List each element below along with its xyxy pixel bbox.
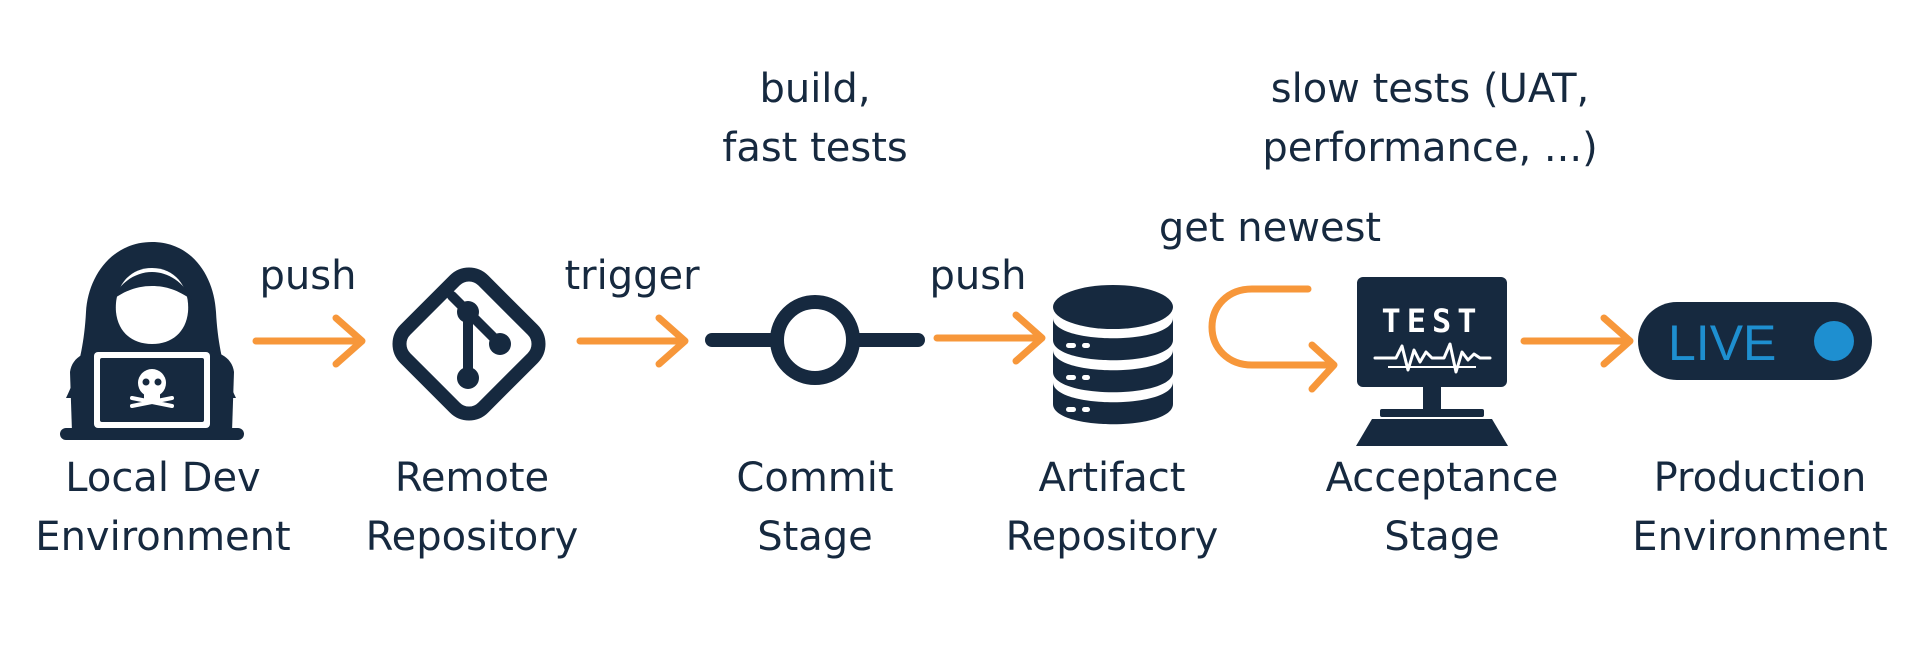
stage-label-line1: Local Dev	[65, 455, 261, 501]
stage-label-line2: Repository	[365, 514, 579, 560]
stage-label-acceptance: Acceptance Stage	[1326, 449, 1559, 567]
arrow-push-2	[933, 311, 1046, 365]
stage-label-line1: Commit	[736, 455, 894, 501]
stage-label-remote-repo: Remote Repository	[366, 449, 579, 567]
arrow-push-1	[252, 314, 366, 368]
edge-label-push-2: push	[929, 253, 1027, 299]
stage-label-line1: Acceptance	[1325, 455, 1559, 501]
test-label: TEST	[1381, 302, 1482, 340]
edge-label-push-1: push	[259, 253, 357, 299]
stage-label-line2: Repository	[1005, 514, 1219, 560]
commit-note-line1: build,	[759, 66, 871, 112]
commit-note-line2: fast tests	[722, 125, 908, 171]
hacker-laptop-icon	[60, 242, 244, 440]
stage-label-production: Production Environment	[1632, 449, 1887, 567]
stage-label-line2: Stage	[757, 514, 873, 560]
commit-icon	[705, 295, 925, 385]
stage-label-line2: Stage	[1384, 514, 1500, 560]
stage-label-line1: Remote	[394, 455, 550, 501]
arrow-deploy	[1520, 314, 1634, 368]
stage-label-local-dev: Local Dev Environment	[35, 449, 290, 567]
edge-label-trigger: trigger	[564, 253, 700, 299]
acceptance-note-line2: performance, ...)	[1262, 125, 1598, 171]
stage-label-artifact-repo: Artifact Repository	[1006, 449, 1219, 567]
test-monitor-icon: TEST	[1356, 277, 1508, 446]
live-badge-icon: LIVE	[1638, 302, 1872, 380]
stage-label-line1: Artifact	[1038, 455, 1186, 501]
acceptance-stage-note: slow tests (UAT, performance, ...)	[1262, 60, 1597, 178]
stage-label-commit: Commit Stage	[736, 449, 893, 567]
acceptance-note-line1: slow tests (UAT,	[1270, 66, 1590, 112]
stage-label-line2: Environment	[35, 514, 291, 560]
live-label: LIVE	[1668, 315, 1776, 371]
commit-stage-note: build, fast tests	[722, 60, 908, 178]
database-icon	[1053, 285, 1173, 425]
edge-label-get-newest: get newest	[1158, 205, 1382, 251]
git-icon	[392, 267, 546, 421]
stage-label-line1: Production	[1653, 455, 1867, 501]
stage-label-line2: Environment	[1632, 514, 1888, 560]
arrow-get-newest	[1208, 285, 1338, 393]
arrow-trigger	[576, 314, 689, 368]
